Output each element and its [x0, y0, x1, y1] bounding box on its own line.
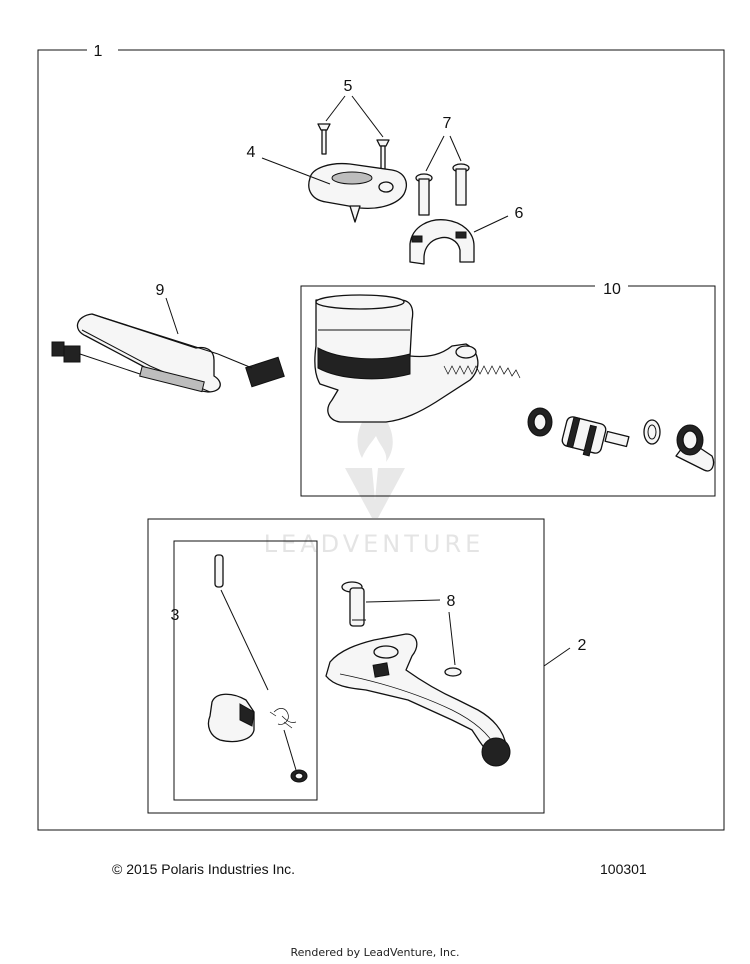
- part-7-clamp-bolts: [415, 163, 470, 216]
- callout-9: 9: [156, 282, 165, 299]
- assembly-frame-1: [37, 49, 725, 831]
- part-3-pin-kit: [207, 554, 308, 783]
- callout-1: 1: [94, 43, 103, 60]
- part-6-handlebar-clamp: [409, 219, 475, 265]
- assembly-frame-3: [173, 540, 318, 801]
- callout-3: 3: [171, 607, 180, 624]
- part-10-master-cylinder: [314, 294, 479, 423]
- callout-2: 2: [578, 637, 587, 654]
- master-cylinder-o-ring: [643, 419, 661, 445]
- callout-8: 8: [447, 593, 456, 610]
- callout-7: 7: [443, 115, 452, 132]
- leadventure-watermark: LEADVENTURE: [264, 405, 485, 558]
- part-4-reservoir-cover: [308, 162, 407, 223]
- callout-6: 6: [515, 205, 524, 222]
- part-5-screws: [317, 123, 390, 171]
- callout-4: 4: [247, 144, 256, 161]
- callout-5: 5: [344, 78, 353, 95]
- master-cylinder-dust-boot: [675, 424, 715, 472]
- part-9-switch-harness: [51, 313, 285, 393]
- part-8-pivot-bolt: [341, 581, 462, 677]
- figure-number: 100301: [600, 861, 647, 877]
- copyright-text: © 2015 Polaris Industries Inc.: [112, 861, 296, 877]
- assembly-frame-10: [300, 285, 716, 497]
- master-cylinder-spring: [443, 365, 521, 379]
- callout-10: 10: [603, 281, 621, 298]
- master-cylinder-seal: [527, 407, 553, 437]
- watermark-text: LEADVENTURE: [264, 530, 485, 558]
- part-2-brake-lever: [325, 633, 511, 767]
- rendered-by-text: Rendered by LeadVenture, Inc.: [290, 946, 460, 959]
- master-cylinder-piston: [561, 416, 630, 457]
